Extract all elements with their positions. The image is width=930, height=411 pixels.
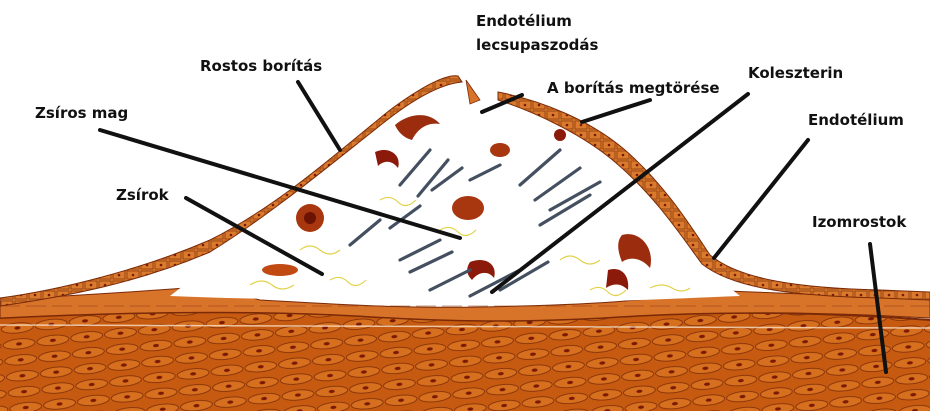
label-lipids: Zsírok <box>116 186 169 204</box>
leader-fibrous-cap <box>298 82 340 150</box>
leader-cap-rupture <box>582 100 650 122</box>
label-cholesterol: Koleszterin <box>748 64 843 82</box>
label-fatty-core: Zsíros mag <box>35 104 128 122</box>
label-endothelium-denudation-line2: lecsupaszodás <box>476 36 598 54</box>
label-endothelium-denudation-line1: Endotélium <box>476 12 572 30</box>
leader-endothelium <box>714 140 808 258</box>
label-cap-rupture: A borítás megtörése <box>547 79 720 97</box>
label-muscle-fibers: Izomrostok <box>812 213 906 231</box>
label-endothelium: Endotélium <box>808 111 904 129</box>
label-fibrous-cap: Rostos borítás <box>200 57 322 75</box>
muscle-layer <box>0 312 930 411</box>
